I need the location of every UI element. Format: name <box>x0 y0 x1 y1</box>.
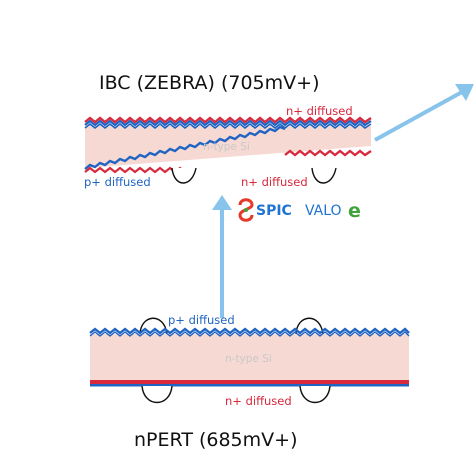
npert-bulk-label: n-type Si <box>225 353 272 365</box>
ibc-bottom-blue-zigzag <box>84 125 286 170</box>
npert-bottom-contact-right <box>299 385 331 403</box>
ibc-bulk-label: n-type Si <box>203 141 250 153</box>
ibc-title: IBC (ZEBRA) (705mV+) <box>99 72 319 94</box>
ibc-right-layer-label: n+ diffused <box>241 175 308 189</box>
ibc-top-layer-label: n+ diffused <box>286 104 353 118</box>
ibc-top-blue-zigzag <box>84 119 372 127</box>
ibc-contact-left <box>171 167 197 184</box>
logo-spic-text: SPIC <box>256 203 292 219</box>
ibc-bottom-red-zigzag-2 <box>84 166 186 174</box>
exit-arrow-head <box>455 84 474 101</box>
ibc-cell: IBC (ZEBRA) (705mV+) n+ diffused n-type … <box>84 72 372 189</box>
npert-cell: p+ diffused n-type Si n+ diffused nPERT … <box>89 313 410 451</box>
npert-top-blue-zigzag <box>89 327 410 335</box>
spic-logo-mark-icon <box>238 198 254 222</box>
exit-arrow-shaft <box>374 90 463 142</box>
logo-valo-text: VALO <box>305 203 342 219</box>
ibc-bottom-red-zigzag <box>284 149 372 157</box>
npert-bottom-blue-layer <box>90 384 409 387</box>
ibc-contact-right <box>311 167 337 184</box>
npert-top-blue-zigzag-2 <box>89 331 410 337</box>
npert-title: nPERT (685mV+) <box>134 429 298 451</box>
npert-bottom-layer-label: n+ diffused <box>225 394 292 408</box>
npert-bottom-red-layer <box>90 380 409 384</box>
ibc-left-layer-label: p+ diffused <box>84 175 151 189</box>
ibc-top-blue-zigzag-2 <box>84 122 372 130</box>
ibc-top-red-zigzag <box>84 116 372 124</box>
npert-bulk-layer <box>90 334 409 382</box>
npert-bottom-contact-left <box>141 385 173 403</box>
logo-e-text: e <box>348 200 361 222</box>
ibc-bulk-layer <box>85 126 371 168</box>
npert-top-layer-label: p+ diffused <box>168 313 235 327</box>
spic-valoe-logo: SPIC VALO e <box>238 198 361 222</box>
upgrade-arrow-head <box>212 195 232 210</box>
